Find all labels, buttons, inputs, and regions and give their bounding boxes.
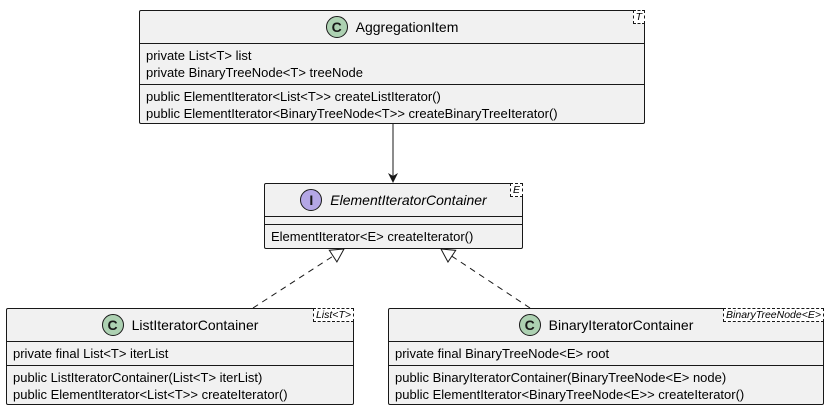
interface-badge-icon: I	[300, 189, 323, 211]
class-badge-icon: C	[101, 314, 124, 336]
class-badge-icon: C	[325, 16, 348, 38]
methods-section: public BinaryIteratorContainer(BinaryTre…	[389, 366, 823, 406]
realization-link-list	[252, 248, 345, 309]
field-row: private BinaryTreeNode<T> treeNode	[146, 65, 364, 80]
field-row: private final BinaryTreeNode<E> root	[395, 346, 610, 361]
class-name: AggregationItem	[355, 19, 459, 35]
method-row: public ElementIterator<BinaryTreeNode<T>…	[146, 106, 558, 121]
interface-name: ElementIteratorContainer	[330, 192, 487, 208]
type-parameter: List<T>	[312, 308, 354, 322]
class-binary-iterator-container: C BinaryIteratorContainer BinaryTreeNode…	[388, 308, 824, 405]
type-parameter: T	[632, 10, 645, 24]
methods-section: public ListIteratorContainer(List<T> ite…	[7, 366, 353, 406]
interface-element-iterator-container: I ElementIteratorContainer E ElementIter…	[264, 183, 523, 249]
fields-section: private List<T> list private BinaryTreeN…	[140, 44, 644, 85]
field-row: private List<T> list	[146, 48, 252, 63]
method-row: ElementIterator<E> createIterator()	[271, 229, 474, 244]
fields-section	[265, 217, 522, 225]
method-row: public ElementIterator<BinaryTreeNode<E>…	[395, 387, 745, 402]
interface-header: I ElementIteratorContainer E	[265, 183, 523, 217]
realization-link-binary	[440, 248, 531, 309]
fields-section: private final List<T> iterList	[7, 342, 353, 366]
class-list-iterator-container: C ListIteratorContainer List<T> private …	[6, 308, 354, 405]
class-header: C BinaryIteratorContainer BinaryTreeNode…	[389, 308, 824, 342]
class-name: ListIteratorContainer	[131, 317, 259, 333]
class-header: C AggregationItem T	[140, 10, 645, 44]
type-parameter: E	[509, 183, 523, 197]
class-badge-icon: C	[518, 314, 541, 336]
type-parameter: BinaryTreeNode<E>	[723, 308, 824, 322]
field-row: private final List<T> iterList	[13, 346, 169, 361]
class-aggregation-item: C AggregationItem T private List<T> list…	[139, 10, 645, 124]
methods-section: ElementIterator<E> createIterator()	[265, 225, 522, 248]
method-row: public BinaryIteratorContainer(BinaryTre…	[395, 370, 727, 385]
method-row: public ElementIterator<List<T>> createLi…	[146, 89, 441, 104]
fields-section: private final BinaryTreeNode<E> root	[389, 342, 823, 366]
class-header: C ListIteratorContainer List<T>	[7, 308, 354, 342]
class-name: BinaryIteratorContainer	[548, 317, 694, 333]
method-row: public ListIteratorContainer(List<T> ite…	[13, 370, 263, 385]
method-row: public ElementIterator<List<T>> createIt…	[13, 387, 288, 402]
methods-section: public ElementIterator<List<T>> createLi…	[140, 85, 644, 125]
